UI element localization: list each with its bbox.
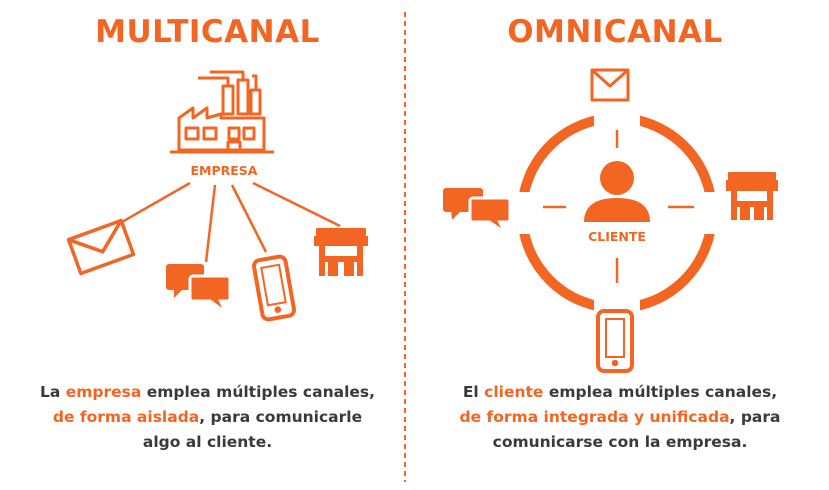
caption-text: La — [39, 383, 66, 401]
smartphone-icon — [596, 309, 634, 373]
person-icon — [584, 161, 650, 222]
cliente-label: CLIENTE — [588, 229, 646, 244]
store-icon — [314, 228, 368, 276]
caption-text: El — [462, 383, 485, 401]
caption-text: emplea múltiples canales, — [543, 383, 778, 401]
chat-bubbles-icon — [166, 264, 232, 308]
caption-text: , para — [729, 408, 781, 426]
highlight-cliente: cliente — [484, 383, 544, 401]
caption-text: , para comunicarle — [199, 408, 363, 426]
connector-lines — [114, 181, 341, 263]
omnicanal-title: OMNICANAL — [507, 14, 723, 50]
multicanal-description: La empresa emplea múltiples canales, de … — [10, 380, 405, 455]
omnicanal-description: El cliente emplea múltiples canales, de … — [420, 380, 820, 455]
caption-text: emplea múltiples canales, — [141, 383, 376, 401]
envelope-icon — [66, 218, 136, 276]
spoke-lines — [543, 130, 694, 283]
caption-text: comunicarse con la empresa. — [492, 433, 748, 451]
smartphone-icon — [251, 254, 297, 322]
empresa-label: EMPRESA — [191, 163, 258, 178]
envelope-icon — [590, 68, 630, 102]
highlight-forma-aislada: de forma aislada — [52, 408, 200, 426]
chat-bubbles-icon — [443, 188, 512, 228]
highlight-forma-integrada: de forma integrada y unificada — [459, 408, 730, 426]
caption-text: algo al cliente. — [142, 433, 273, 451]
multicanal-title: MULTICANAL — [95, 14, 320, 50]
ring-gaps — [509, 105, 725, 324]
highlight-empresa: empresa — [65, 383, 142, 401]
store-icon — [726, 172, 778, 220]
factory-icon — [170, 70, 274, 154]
